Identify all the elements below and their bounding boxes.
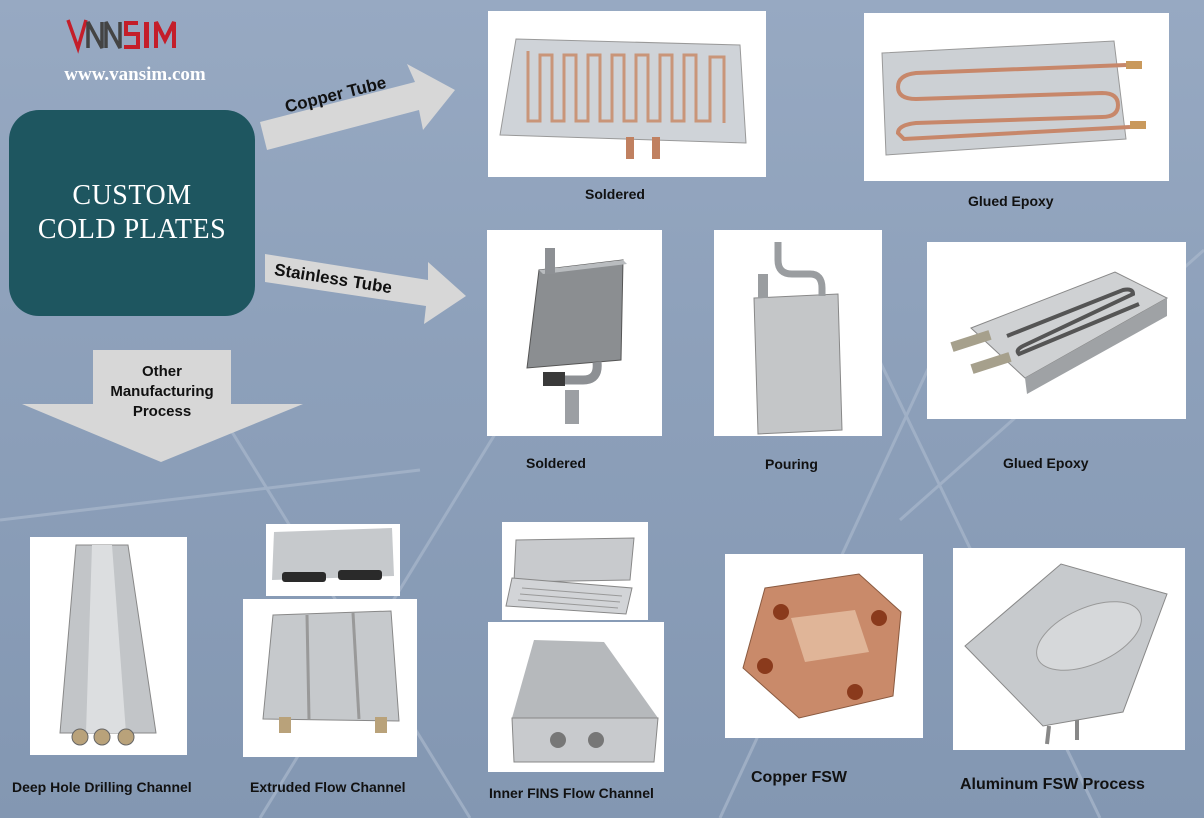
title-box: CUSTOM COLD PLATES: [9, 110, 255, 316]
caption-inner-fins: Inner FINS Flow Channel: [489, 785, 654, 801]
stainless-tube-arrow: [265, 254, 466, 324]
stainless-soldered-photo: [487, 230, 662, 436]
caption-copper-fsw: Copper FSW: [751, 769, 847, 786]
stainless-glued-photo: [927, 242, 1186, 419]
deep-hole-photo: [30, 537, 187, 755]
caption-copper-glued: Glued Epoxy: [968, 193, 1054, 209]
caption-extruded: Extruded Flow Channel: [250, 779, 406, 795]
caption-stainless-soldered: Soldered: [526, 455, 586, 471]
other-process-label: Other Manufacturing Process: [110, 363, 214, 420]
stainless-pouring-photo: [714, 230, 882, 436]
copper-tube-arrow: [260, 64, 455, 150]
caption-stainless-glued: Glued Epoxy: [1003, 455, 1089, 471]
caption-aluminum-fsw: Aluminum FSW Process: [960, 776, 1145, 793]
aluminum-fsw-photo: [953, 548, 1185, 750]
extruded-bottom-photo: [243, 599, 417, 757]
caption-copper-soldered: Soldered: [585, 186, 645, 202]
title-line-1: CUSTOM: [72, 180, 192, 211]
inner-fins-top-photo: [502, 522, 648, 620]
copper-soldered-photo: [488, 11, 766, 177]
inner-fins-bottom-photo: [488, 622, 664, 772]
caption-stainless-pouring: Pouring: [765, 456, 818, 472]
caption-deep-hole: Deep Hole Drilling Channel: [12, 779, 192, 795]
vansim-logo: [66, 14, 190, 54]
title-line-2: COLD PLATES: [37, 214, 227, 245]
copper-fsw-photo: [725, 554, 923, 738]
copper-glued-photo: [864, 13, 1169, 181]
website-url[interactable]: www.vansim.com: [64, 64, 206, 85]
extruded-top-photo: [266, 524, 400, 596]
other-process-arrow: [22, 350, 303, 462]
